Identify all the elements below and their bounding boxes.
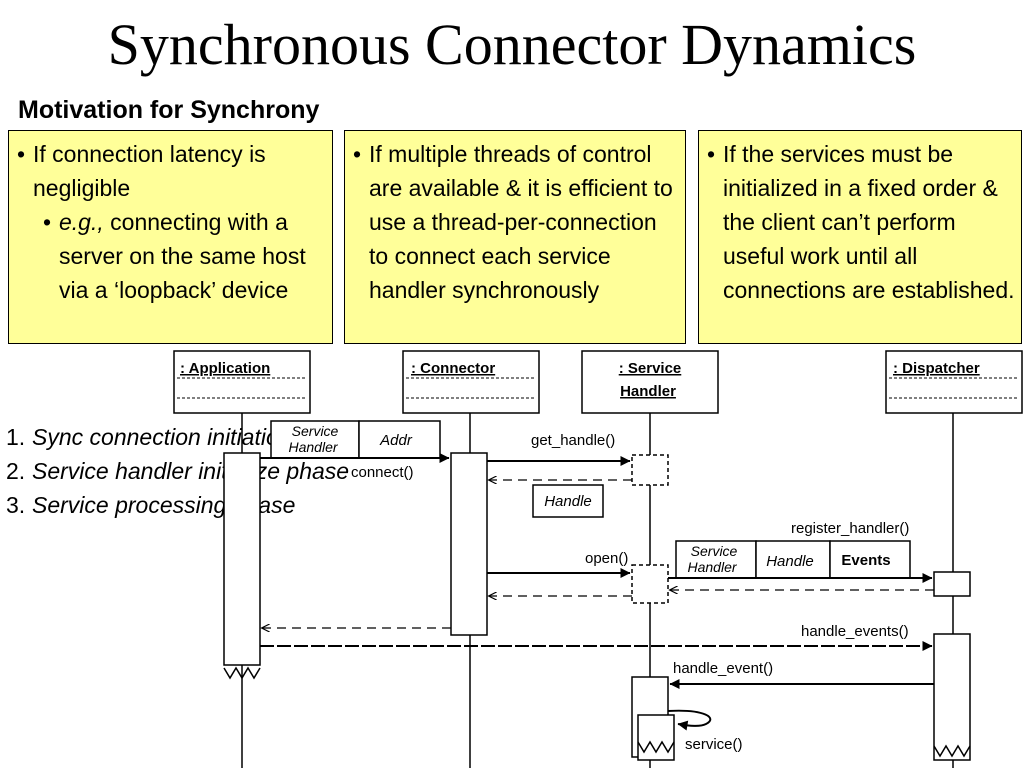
phase-text: Service handler initialize phase xyxy=(32,458,350,484)
service-handler-activation-get-handle xyxy=(631,454,669,486)
motivation-box-threads: • If multiple threads of control are ava… xyxy=(344,130,686,344)
param-addr: Addr xyxy=(379,432,413,449)
phase-item: 2.Service handler initialize phase xyxy=(6,454,361,488)
service-handler-label-line2: Handler xyxy=(620,383,676,400)
bullet-item: • If connection latency is negligible xyxy=(17,137,326,205)
lifeline-lines xyxy=(241,413,954,768)
activation-bars xyxy=(223,452,971,761)
phase-number: 1. xyxy=(6,424,26,450)
motivation-box-order: • If the services must be initialized in… xyxy=(698,130,1022,344)
bullet-text: If the services must be initialized in a… xyxy=(723,141,1015,303)
bullet-marker: • xyxy=(707,141,716,167)
lifeline-dispatcher: : Dispatcher xyxy=(885,350,1023,414)
dispatcher-activation-events xyxy=(933,633,971,761)
bullet-marker: • xyxy=(43,209,52,235)
param-handler: Handler xyxy=(687,559,737,575)
service-continuation xyxy=(637,740,675,754)
param-handler: Handler xyxy=(288,439,338,455)
continuation-marks xyxy=(223,666,971,758)
lifeline-connector: : Connector xyxy=(402,350,540,414)
connect-label: connect() xyxy=(351,464,414,481)
application-continuation xyxy=(223,666,261,680)
param-handle: Handle xyxy=(766,553,814,570)
param-service: Service xyxy=(292,423,339,439)
handle-event-label: handle_event() xyxy=(673,660,773,677)
bullet-marker: • xyxy=(353,141,362,167)
param-service: Service xyxy=(691,543,738,559)
service-handler-label-line1: : Service xyxy=(619,360,682,377)
slide-title: Synchronous Connector Dynamics xyxy=(107,12,917,77)
phase-number: 2. xyxy=(6,458,26,484)
sub-bullet-emphasis: e.g., xyxy=(59,209,104,235)
bullet-text: If multiple threads of control are avail… xyxy=(369,141,673,303)
register-params: Service Handler Handle Events xyxy=(675,540,911,579)
dispatcher-continuation xyxy=(933,744,971,758)
message-arrows xyxy=(260,453,934,731)
get-handle-label: get_handle() xyxy=(531,432,615,449)
service-self-call xyxy=(667,709,712,731)
returned-handle-param: Handle xyxy=(532,484,604,518)
open-label: open() xyxy=(585,550,628,567)
connector-activation xyxy=(450,452,488,636)
sub-bullet-text: connecting with a server on the same hos… xyxy=(59,209,306,303)
param-events: Events xyxy=(841,552,890,569)
param-handle: Handle xyxy=(544,493,592,510)
bullet-marker: • xyxy=(17,141,26,167)
lifeline-service-handler: : Service Handler xyxy=(581,350,719,414)
sub-bullet-item: • e.g., connecting with a server on the … xyxy=(17,205,326,307)
bullet-item: • If multiple threads of control are ava… xyxy=(353,137,679,307)
service-handler-activation-open xyxy=(631,564,669,604)
bullet-text: If connection latency is negligible xyxy=(33,141,266,201)
connector-label: : Connector xyxy=(411,360,495,377)
bullet-item: • If the services must be initialized in… xyxy=(707,137,1015,307)
register-handler-label: register_handler() xyxy=(791,520,909,537)
application-label: : Application xyxy=(180,360,270,377)
motivation-box-latency: • If connection latency is negligible • … xyxy=(8,130,333,344)
phase-number: 3. xyxy=(6,492,26,518)
dispatcher-activation-register xyxy=(933,571,971,597)
handle-events-label: handle_events() xyxy=(801,623,909,640)
lifeline-application: : Application xyxy=(173,350,311,414)
application-activation xyxy=(223,452,261,666)
connect-params: Service Handler Addr xyxy=(270,420,441,459)
message-labels: get_handle() connect() register_handler(… xyxy=(351,432,909,753)
slide-subtitle: Motivation for Synchrony xyxy=(18,96,320,124)
service-label: service() xyxy=(685,736,743,753)
dispatcher-label: : Dispatcher xyxy=(893,360,980,377)
